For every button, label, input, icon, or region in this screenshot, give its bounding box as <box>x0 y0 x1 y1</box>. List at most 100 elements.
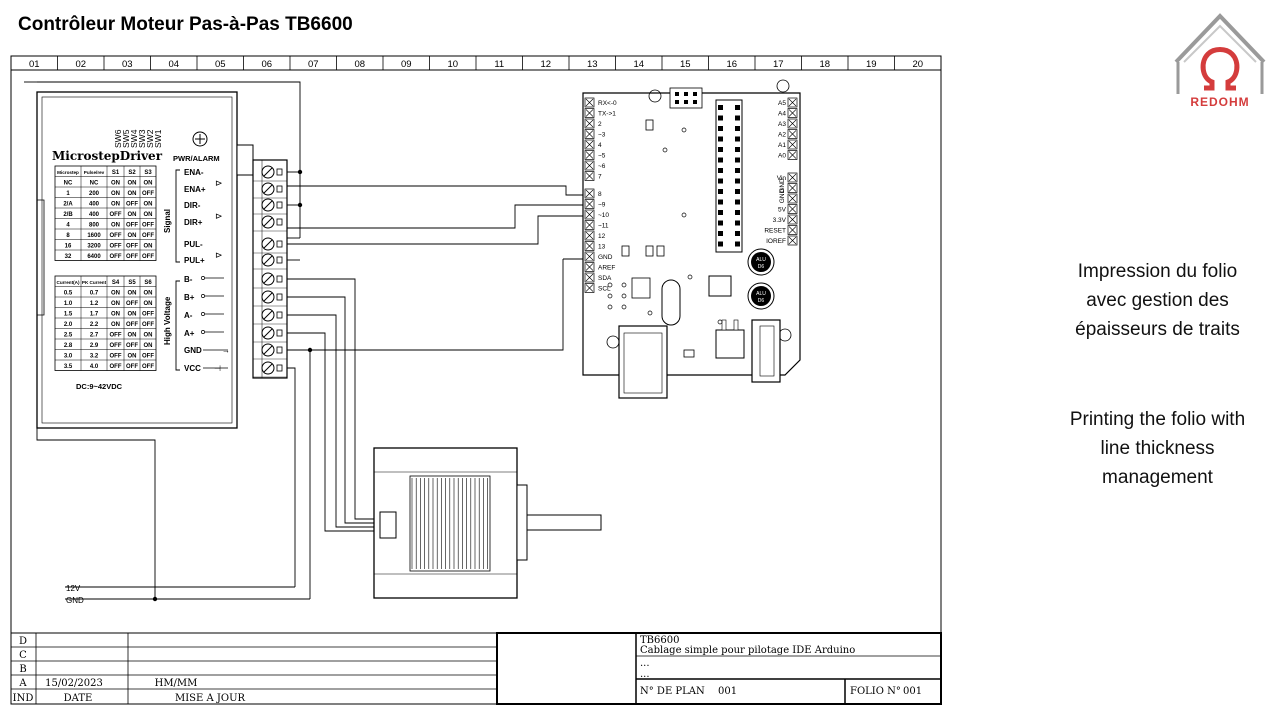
optocoupler-icon: ⊳ <box>215 211 223 221</box>
capacitor-icon: ALU D6 <box>747 248 775 276</box>
column-number: 18 <box>819 59 830 70</box>
table-cell: OFF <box>110 233 122 239</box>
note-fr-line: Impression du folio <box>1077 261 1238 282</box>
table-cell: 0.7 <box>90 290 99 296</box>
table-cell: 1.7 <box>90 311 99 317</box>
table-header: S6 <box>144 280 152 286</box>
column-number: 05 <box>215 59 226 70</box>
arduino-pin-label: A4 <box>778 111 786 118</box>
arduino-pin-label: GND <box>779 188 786 203</box>
arduino-pin-label: RX<-0 <box>598 100 617 107</box>
column-number: 01 <box>29 59 40 70</box>
arduino-pin-label: GND <box>779 178 786 193</box>
table-cell: ON <box>144 332 153 338</box>
tb-folio-number: 001 <box>903 686 922 697</box>
column-number: 16 <box>726 59 737 70</box>
terminal-labels: ENA-⊳ENA+DIR-⊳DIR+PUL-⊳PUL+B-B+A-A+GND→V… <box>184 168 230 373</box>
dip-switch-label: SW2 <box>145 129 155 148</box>
terminal-label: B- <box>184 275 193 284</box>
table-cell: OFF <box>110 364 122 370</box>
table-cell: 2.8 <box>64 343 73 349</box>
column-number: 03 <box>122 59 133 70</box>
table-cell: 1 <box>66 191 70 197</box>
table-cell: OFF <box>110 243 122 249</box>
capacitor-icon: ALU D6 <box>747 282 775 310</box>
table-cell: ON <box>128 332 137 338</box>
table-cell: NC <box>90 180 99 186</box>
note-en-line: management <box>1102 467 1213 488</box>
table-cell: OFF <box>110 254 122 260</box>
table-cell: OFF <box>110 332 122 338</box>
table-cell: ON <box>128 311 137 317</box>
pwr-alarm-label: PWR/ALARM <box>173 154 220 163</box>
terminal-label: PUL- <box>184 240 203 249</box>
table-cell: ON <box>144 243 153 249</box>
tb-plan-label: N° DE PLAN <box>640 686 705 697</box>
note-en-line: Printing the folio with <box>1069 409 1246 430</box>
arduino-pin-label: A3 <box>778 121 786 128</box>
table-cell: ON <box>111 191 120 197</box>
table-cell: 0.5 <box>64 290 73 296</box>
table-cell: OFF <box>110 353 122 359</box>
note-en: Printing the folio with line thickness m… <box>1040 405 1275 492</box>
table-cell: ON <box>111 290 120 296</box>
table-cell: 3200 <box>87 243 101 249</box>
table-cell: OFF <box>142 353 154 359</box>
arduino-uno-board: RX<-0TX->12~34~5~678~9~10~111213GNDAREFS… <box>582 79 801 399</box>
table-header: Pulse/rev <box>84 170 105 175</box>
note-en-line: line thickness <box>1100 438 1215 459</box>
rev-ind-a: A <box>18 678 27 689</box>
table-cell: ON <box>111 322 120 328</box>
dip-switch-label: SW6 <box>113 129 123 148</box>
note-fr-line: avec gestion des <box>1086 290 1229 311</box>
arduino-pin-label: ~9 <box>598 202 606 209</box>
table-cell: OFF <box>126 201 138 207</box>
table-cell: ON <box>144 343 153 349</box>
table-cell: OFF <box>110 212 122 218</box>
rev-date-header: DATE <box>64 693 93 704</box>
svg-text:ALU: ALU <box>756 291 766 297</box>
column-number: 11 <box>494 59 504 70</box>
table-cell: 4 <box>66 222 70 228</box>
dip-switch-label: SW5 <box>121 129 131 148</box>
arduino-pin-label: A5 <box>778 100 786 107</box>
arduino-pin-label: TX->1 <box>598 111 616 118</box>
power-gnd-label: GND <box>66 596 84 605</box>
table-header: S2 <box>128 170 136 176</box>
table-cell: 400 <box>89 201 100 207</box>
tb-line2: Cablage simple pour pilotage IDE Arduino <box>640 645 855 656</box>
optocoupler-icon: ⊳ <box>215 250 223 260</box>
terminal-label: ENA+ <box>184 185 206 194</box>
arduino-pin-label: 7 <box>598 174 602 181</box>
terminal-label: GND <box>184 346 202 355</box>
table-cell: ON <box>128 290 137 296</box>
screw-icon <box>192 131 208 147</box>
table-cell: 1600 <box>87 233 101 239</box>
table-cell: OFF <box>142 233 154 239</box>
table-cell: OFF <box>142 191 154 197</box>
column-number: 13 <box>587 59 598 70</box>
tb-line1: TB6600 <box>640 635 679 646</box>
redohm-logo: REDOHM <box>1168 10 1272 115</box>
terminal-label: DIR+ <box>184 218 203 227</box>
optocoupler-icon: ⊳ <box>215 178 223 188</box>
table-cell: 2/A <box>63 201 73 207</box>
table-cell: ON <box>128 212 137 218</box>
arduino-pin-label: 5V <box>778 207 787 214</box>
table-cell: OFF <box>126 322 138 328</box>
terminal-label: VCC <box>184 364 201 373</box>
column-number: 09 <box>401 59 412 70</box>
arduino-pin-label: A1 <box>778 142 786 149</box>
table-cell: 3.0 <box>64 353 73 359</box>
table-cell: OFF <box>142 322 154 328</box>
arduino-pin-label: A0 <box>778 153 786 160</box>
terminal-label: ENA- <box>184 168 204 177</box>
terminal-label: DIR- <box>184 201 201 210</box>
table-cell: OFF <box>142 222 154 228</box>
